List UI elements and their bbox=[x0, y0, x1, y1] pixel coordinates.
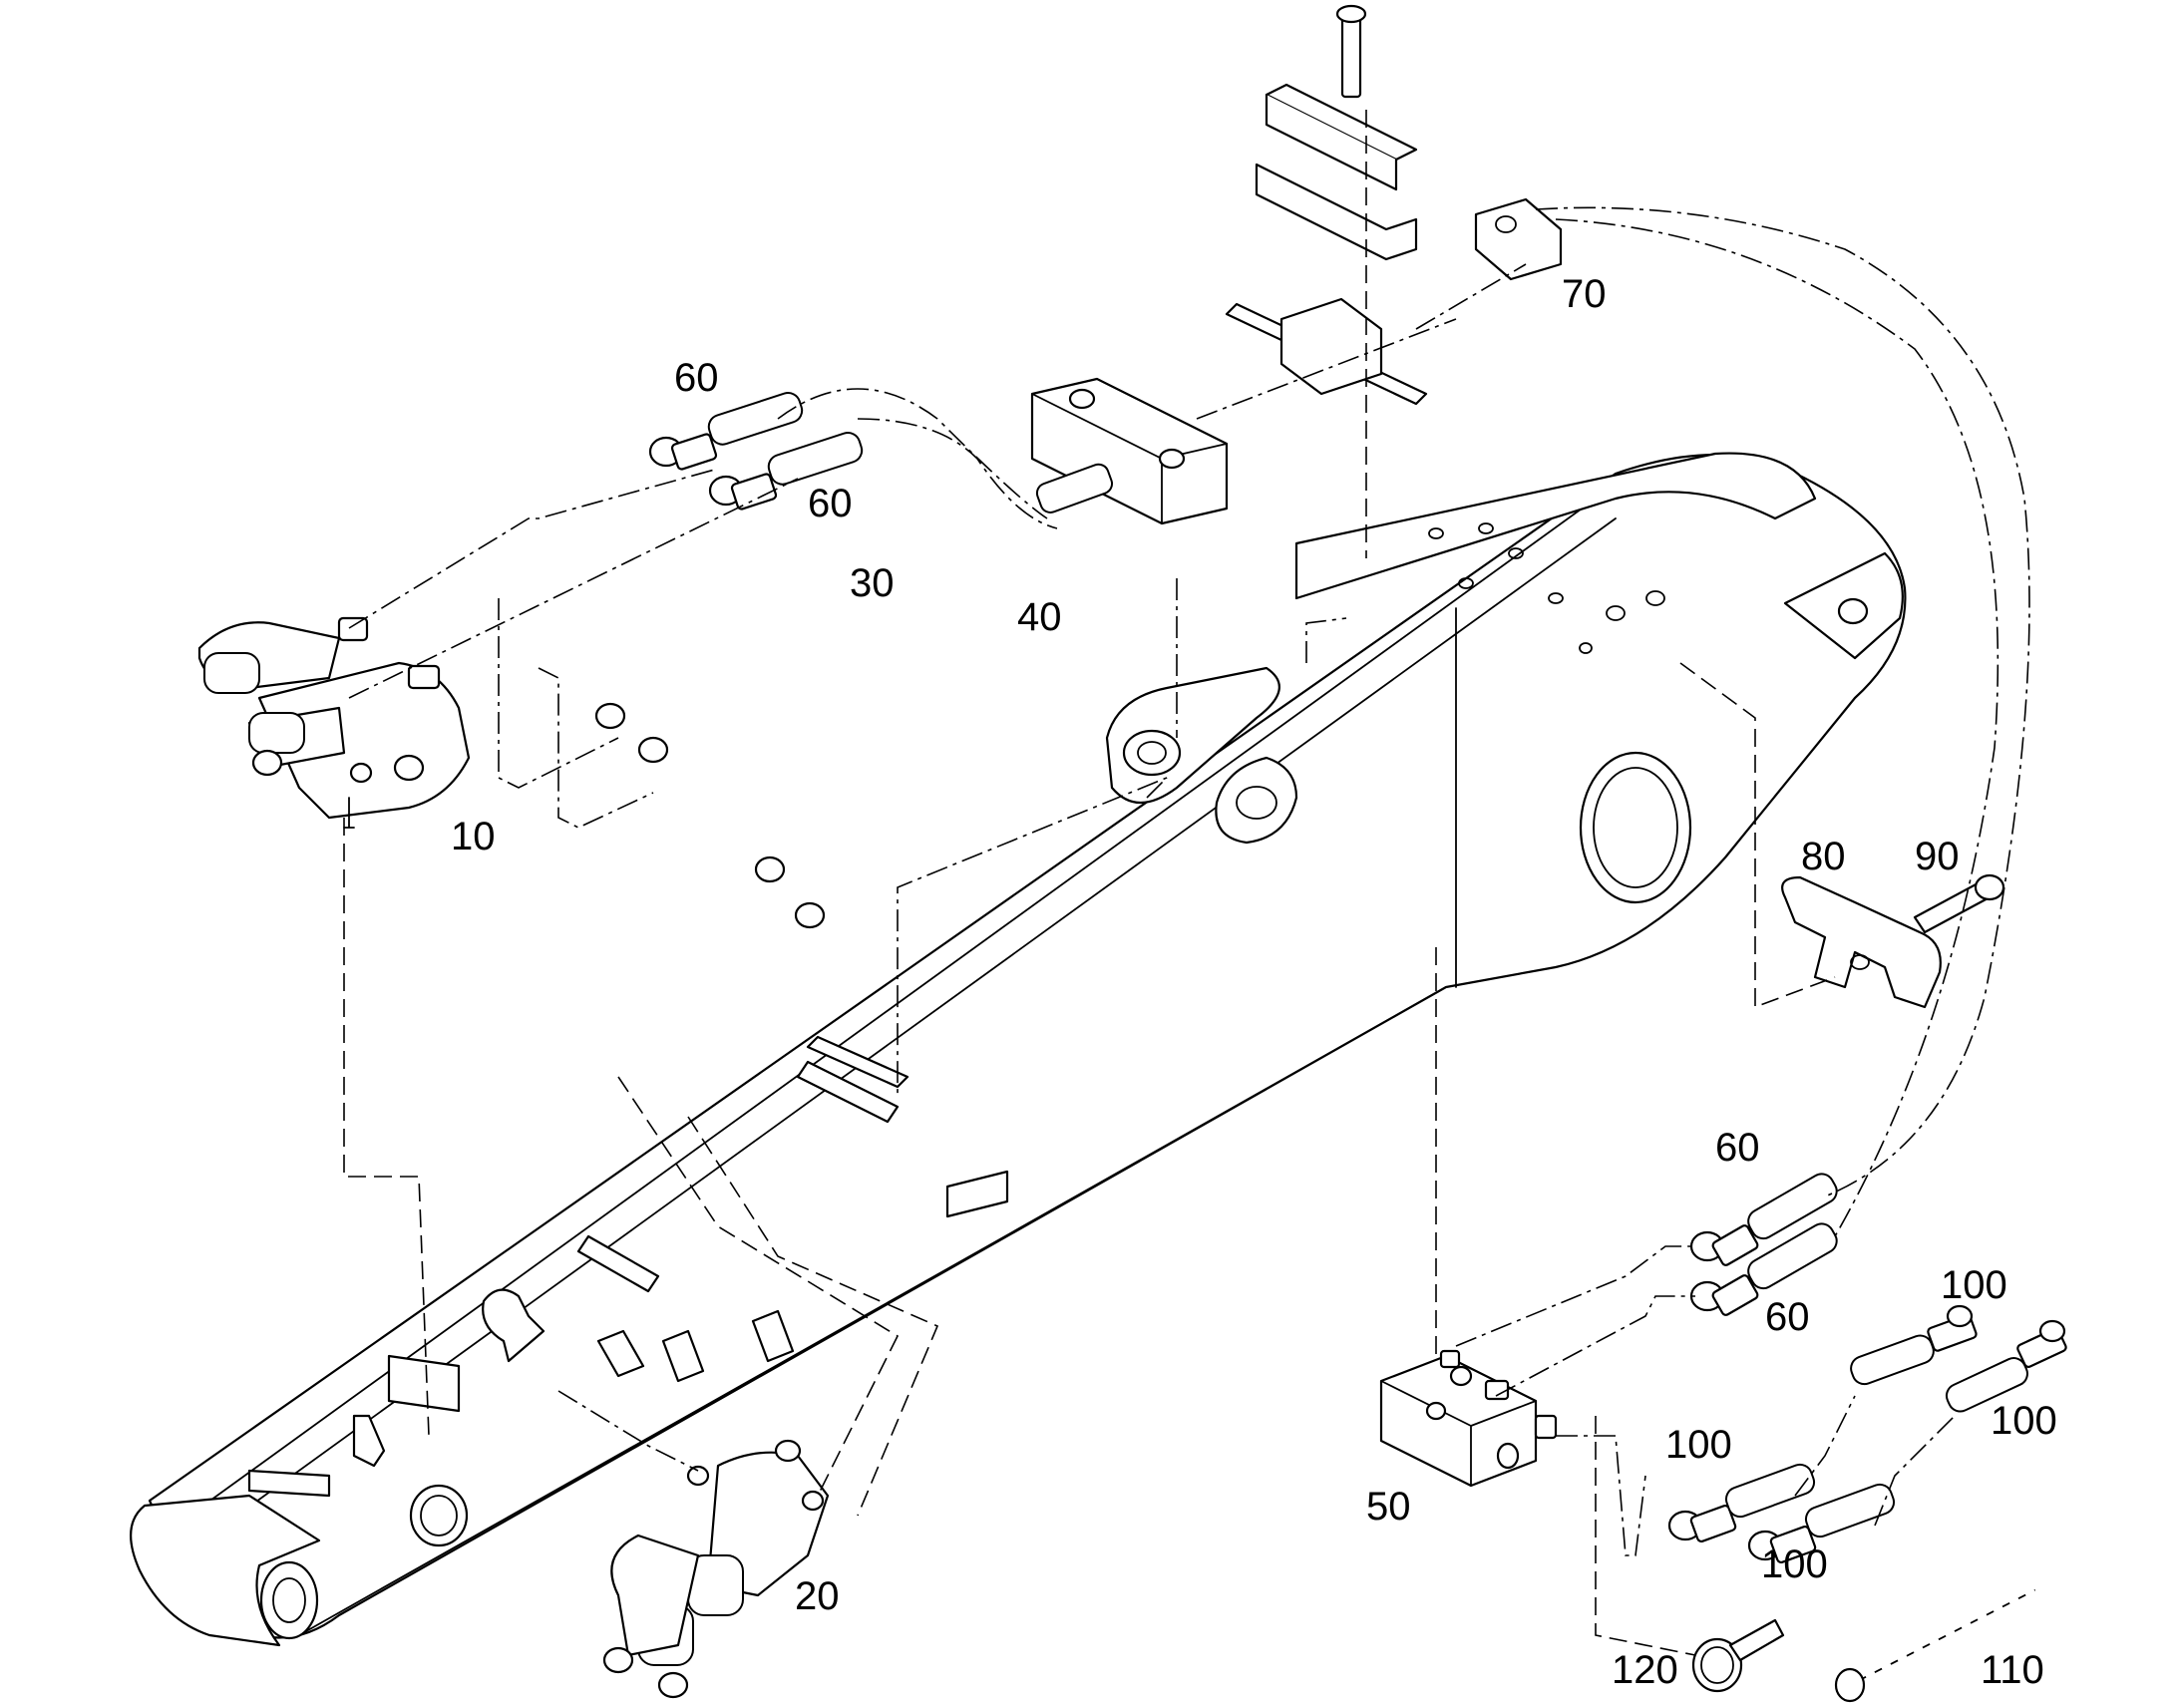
callout-100-top: 100 bbox=[1941, 1263, 2007, 1307]
hydraulic-tube-30 bbox=[594, 638, 967, 929]
hose-100-c bbox=[1667, 1463, 1816, 1543]
callout-40: 40 bbox=[1017, 595, 1062, 639]
callout-80: 80 bbox=[1801, 835, 1846, 878]
manifold-block-50 bbox=[1379, 1349, 1558, 1488]
clamp-80 bbox=[1781, 875, 1942, 1009]
hose-60-upper-b bbox=[708, 432, 864, 511]
callout-60-lower-bottom: 60 bbox=[1765, 1295, 1810, 1339]
callout-60-lower-top: 60 bbox=[1715, 1126, 1760, 1170]
clamp-assembly-mid bbox=[1030, 377, 1229, 525]
callout-100-left: 100 bbox=[1665, 1423, 1732, 1467]
callout-120: 120 bbox=[1612, 1648, 1678, 1692]
bolt-90 bbox=[1913, 873, 2005, 934]
callout-30: 30 bbox=[850, 561, 895, 605]
callout-10: 10 bbox=[451, 815, 496, 858]
callout-20: 20 bbox=[795, 1574, 840, 1618]
callout-90: 90 bbox=[1915, 835, 1960, 878]
callout-labels: 10 20 30 40 50 60 60 60 60 70 80 90 100 … bbox=[451, 272, 2057, 1692]
hose-100-b bbox=[1945, 1319, 2067, 1413]
hose-60-lower-b bbox=[1689, 1222, 1838, 1316]
hose-100-a bbox=[1850, 1304, 1978, 1386]
callout-60-top-right: 60 bbox=[808, 482, 853, 525]
callout-100-bottom: 100 bbox=[1761, 1542, 1828, 1586]
clamp-stack-top bbox=[1225, 4, 1563, 406]
swivel-assembly-20 bbox=[602, 1439, 830, 1699]
hose-100-d bbox=[1747, 1483, 1896, 1564]
callout-110: 110 bbox=[1981, 1648, 2044, 1692]
callout-70: 70 bbox=[1562, 272, 1607, 316]
spiral-guard-110 bbox=[1834, 1581, 2039, 1703]
hose-60-upper-a bbox=[648, 392, 804, 471]
hose-60-lower-a bbox=[1689, 1173, 1838, 1266]
boom-arm bbox=[130, 452, 1907, 1647]
callout-100-right: 100 bbox=[1991, 1399, 2057, 1443]
valve-block-10 bbox=[197, 616, 471, 829]
leader-lines bbox=[343, 110, 2030, 1656]
hose-clamp-120 bbox=[1691, 1618, 1785, 1693]
callout-50: 50 bbox=[1366, 1485, 1411, 1529]
callout-60-top-left: 60 bbox=[674, 356, 719, 400]
